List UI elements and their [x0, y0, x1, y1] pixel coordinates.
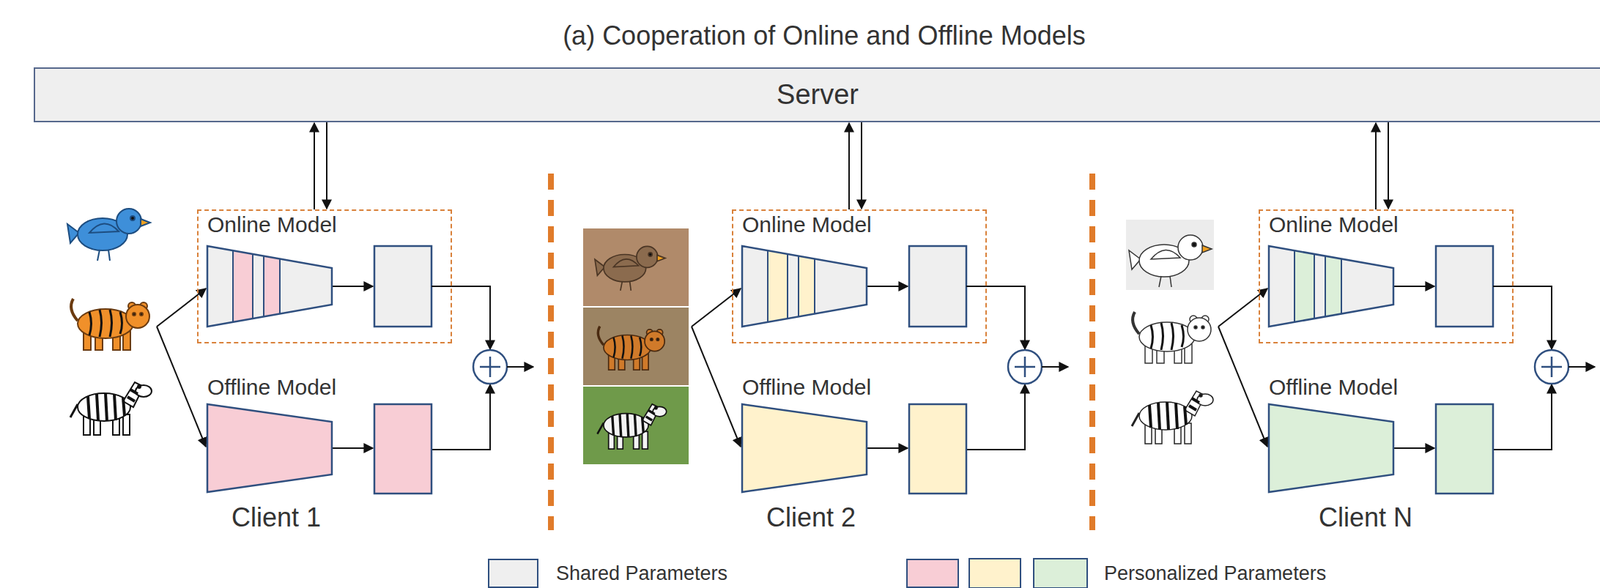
- offline-classifier: [374, 404, 432, 494]
- offline-encoder: [742, 404, 867, 493]
- offline-encoder: [1268, 404, 1394, 493]
- offline-encoder: [207, 404, 332, 493]
- sync-arrow: [313, 123, 316, 210]
- zebra-cartoon: [70, 382, 152, 436]
- box-heading: Online Model: [207, 212, 442, 239]
- bird-photo: [594, 246, 666, 291]
- server-band: Server: [33, 67, 1600, 123]
- encoder-outline: [207, 246, 332, 327]
- online-model-box: Online Model: [1258, 209, 1514, 344]
- label-wrap: Client N: [1318, 502, 1413, 533]
- client-n-figure: [1126, 219, 1595, 494]
- box-heading: Online Model: [1268, 212, 1504, 239]
- offline-classifier: [909, 404, 967, 494]
- label-wrap: Client 1: [231, 502, 321, 533]
- label-wrap: Offline Model: [1268, 375, 1398, 401]
- separator: [547, 173, 554, 531]
- client-separators: [550, 173, 1093, 531]
- label-wrap: Offline Model: [742, 375, 872, 401]
- legend-swatch: [906, 558, 959, 588]
- separator: [1089, 173, 1096, 531]
- sync-arrow: [1387, 122, 1390, 209]
- sync-arrow: [1375, 123, 1377, 210]
- box-heading: Online Model: [742, 212, 977, 239]
- legend-swatch: [487, 558, 539, 588]
- client-label: Client 2: [766, 502, 856, 533]
- label-wrap: Client 2: [766, 502, 856, 533]
- encoder-outline: [742, 246, 867, 327]
- model-label: Offline Model: [207, 375, 337, 401]
- photo-background: [583, 228, 689, 307]
- photo-background: [583, 307, 689, 386]
- online-model-box: Online Model: [197, 209, 453, 344]
- model-label: Offline Model: [742, 375, 872, 401]
- client-label: Client N: [1318, 502, 1413, 533]
- client-label: Client 1: [231, 502, 321, 533]
- offline-classifier: [1435, 404, 1494, 494]
- zebra-sketch: [1131, 391, 1214, 444]
- encoder-outline: [1268, 246, 1394, 327]
- bird-cartoon: [67, 208, 151, 261]
- legend-wrap: Shared Parameters: [556, 562, 728, 586]
- client-two-figure: [583, 228, 1069, 494]
- tiger-photo: [597, 326, 665, 371]
- photo-background: [583, 386, 689, 465]
- tiger-sketch: [1132, 312, 1211, 364]
- sync-arrow: [848, 123, 850, 210]
- model-label: Offline Model: [1268, 375, 1398, 401]
- title-wrap: (a) Cooperation of Online and Offline Mo…: [562, 20, 1086, 51]
- legend-extra-swatches: [969, 558, 1088, 588]
- zebra-photo: [597, 404, 666, 450]
- legend-text: Personalized Parameters: [1104, 562, 1327, 586]
- sync-arrow: [326, 122, 328, 209]
- sketch-background: [1126, 219, 1214, 291]
- legend-swatch: [969, 558, 1021, 588]
- sync-arrow: [860, 122, 863, 209]
- client-one-figure: [67, 208, 534, 494]
- legend-text: Shared Parameters: [556, 562, 728, 586]
- legend-swatch: [1033, 558, 1088, 588]
- online-model-box: Online Model: [731, 209, 987, 344]
- diagram-title: (a) Cooperation of Online and Offline Mo…: [562, 20, 1086, 51]
- bird-sketch: [1128, 235, 1212, 288]
- tiger-cartoon: [71, 298, 150, 351]
- server-label: Server: [776, 79, 859, 112]
- legend-wrap: Personalized Parameters: [1104, 562, 1327, 586]
- label-wrap: Offline Model: [207, 375, 337, 401]
